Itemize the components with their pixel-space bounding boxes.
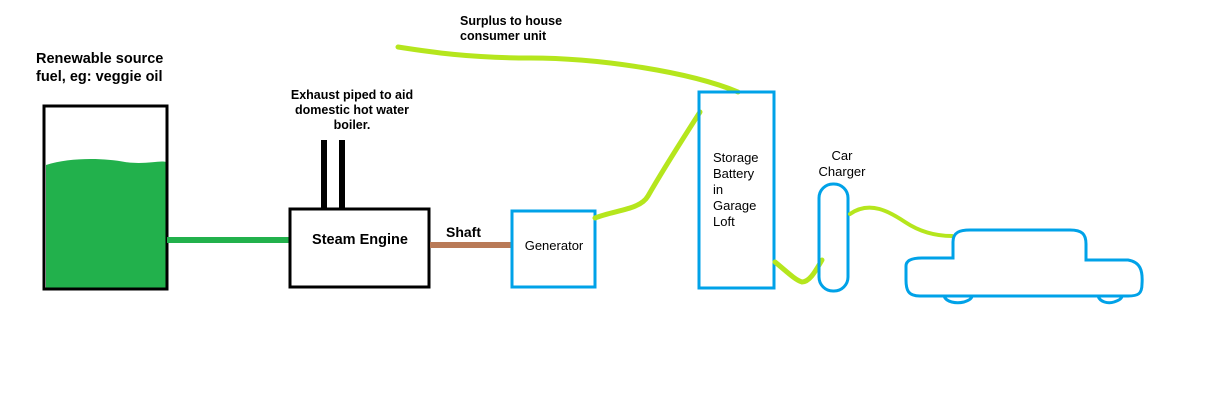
generator-label: Generator xyxy=(524,238,584,253)
car-wheel-front xyxy=(942,295,974,305)
fuel-tank xyxy=(42,104,169,291)
steam-engine-box xyxy=(288,207,431,289)
cable-charger-to-car xyxy=(848,205,954,238)
cable-surplus-to-house xyxy=(395,44,741,95)
cable-generator-to-battery xyxy=(592,109,703,221)
exhaust-label: Exhaust piped to aid domestic hot water … xyxy=(290,88,414,132)
storage-battery-box xyxy=(697,90,776,290)
cable-battery-to-charger xyxy=(772,257,825,285)
car-wheel-rear xyxy=(1096,295,1124,305)
generator-box xyxy=(510,209,597,289)
storage-battery-label: Storage Battery in Garage Loft xyxy=(713,150,759,229)
steam-engine-label: Steam Engine xyxy=(312,232,408,248)
car-body xyxy=(904,228,1144,298)
surplus-label: Surplus to house consumer unit xyxy=(460,14,563,43)
shaft-label: Shaft xyxy=(446,224,481,240)
fuel-source-label: Renewable source fuel, eg: veggie oil xyxy=(36,51,164,85)
car-charger-label: Car Charger xyxy=(818,148,866,179)
fuel-liquid xyxy=(46,158,166,288)
car-charger-unit xyxy=(817,182,850,293)
